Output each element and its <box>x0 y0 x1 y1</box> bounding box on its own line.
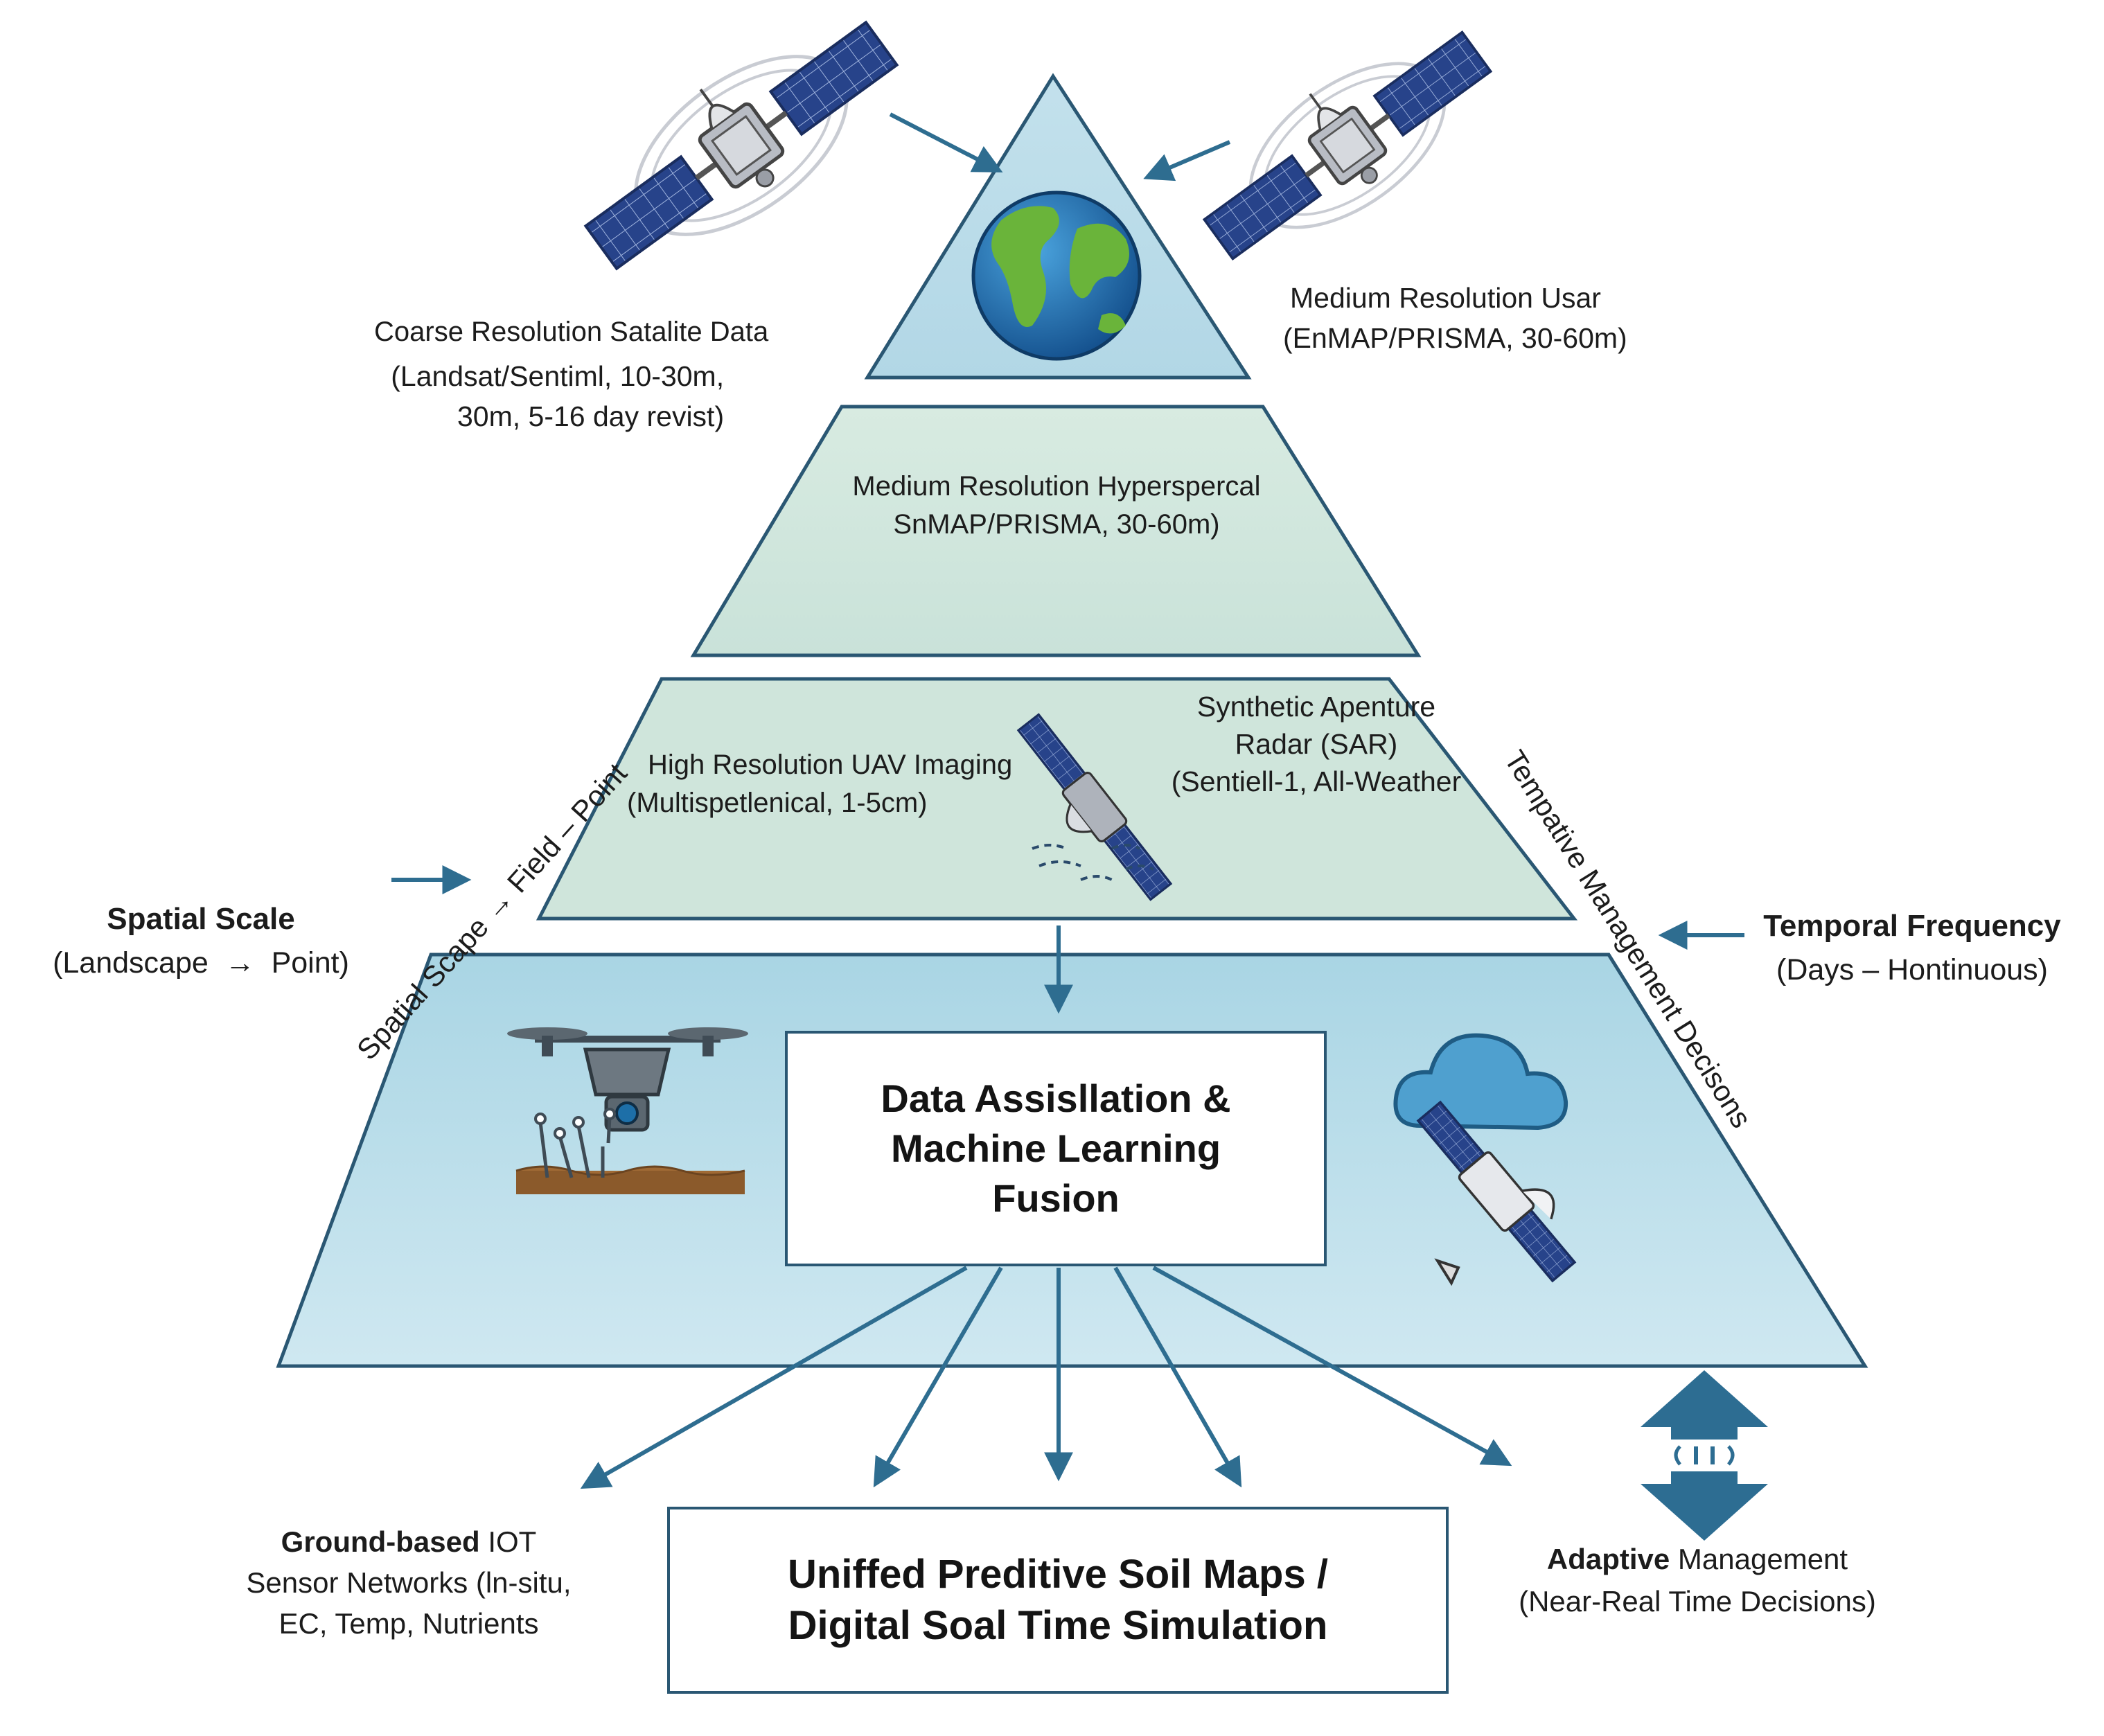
fusion-box-line: Data Assisllation & <box>881 1077 1231 1121</box>
signal-dashes <box>1032 844 1154 881</box>
temporal-frequency-label: Temporal Frequency (Days – Hontinuous) <box>1718 907 2104 988</box>
satellite-icon <box>560 0 920 301</box>
satellite-icon <box>1181 0 1512 288</box>
pyramid-tier-three <box>536 677 1578 921</box>
temporal-frequency-title: Temporal Frequency <box>1763 909 2061 943</box>
output-box: Uniffed Preditive Soil Maps / Digital So… <box>667 1507 1449 1694</box>
tier1-right-label: Medium Resolution Usar (EnMAP/PRISMA, 30… <box>1283 282 1627 355</box>
fusion-box-line: Fusion <box>992 1176 1120 1220</box>
small-probe-icon <box>1434 1258 1460 1286</box>
output-arrows <box>580 1266 1512 1489</box>
soil-sensor-icon <box>515 1108 745 1194</box>
output-box-line: Uniffed Preditive Soil Maps / <box>788 1551 1328 1597</box>
drone-icon <box>507 1027 748 1132</box>
tier1-left-label-sub: (Landsat/Sentiml, 10-30m, 30m, 5-16 day … <box>391 360 725 433</box>
bidirectional-arrow-icon <box>1641 1370 1768 1541</box>
tier3-left-label: High Resolution UAV Imaging (Multispetle… <box>627 750 1013 818</box>
satellite-icon <box>1416 1100 1577 1283</box>
ground-iot-label: Ground-based IOT Sensor Networks (ln-sit… <box>246 1525 572 1640</box>
spatial-scale-title: Spatial Scale <box>107 902 295 936</box>
temporal-frequency-range: (Days – Hontinuous) <box>1776 953 2048 986</box>
fusion-box: Data Assisllation & Machine Learning Fus… <box>785 1031 1327 1266</box>
tier3-right-label: Synthetic Apenture Radar (SAR) (Sentiell… <box>1171 691 1462 798</box>
tier2-label: Medium Resolution Hyperspercal SnMAP/PRI… <box>852 471 1261 540</box>
spatial-scale-label: Spatial Scale (Landscape → Point) <box>7 901 395 981</box>
tier1-left-label: Coarse Resolution Satalite Data <box>374 317 769 347</box>
arrow-sat-right <box>1143 140 1231 181</box>
spatial-scale-range: (Landscape → Point) <box>53 946 349 980</box>
globe-icon <box>971 191 1142 361</box>
pyramid-tier-two <box>690 405 1422 657</box>
output-box-line: Digital Soal Time Simulation <box>788 1603 1328 1648</box>
fusion-box-line: Machine Learning <box>890 1126 1221 1171</box>
arrow-sat-left <box>889 112 1003 172</box>
adaptive-management-label: Adaptive Management (Near-Real Time Deci… <box>1519 1543 1876 1618</box>
